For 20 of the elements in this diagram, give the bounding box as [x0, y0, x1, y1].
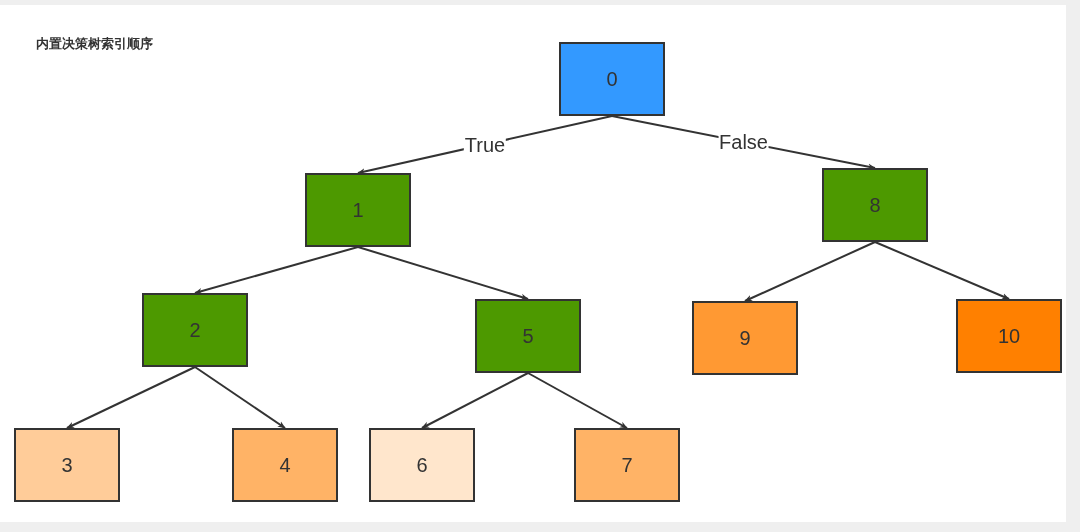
tree-node-box: 10 — [956, 299, 1062, 373]
arrow — [421, 372, 529, 429]
arrow — [744, 241, 876, 302]
arrow — [66, 366, 196, 429]
arrow — [357, 246, 529, 300]
tree-node-box: 5 — [475, 299, 581, 373]
tree-node-box: 3 — [14, 428, 120, 502]
tree-node-box: 9 — [692, 301, 798, 375]
tree-node-box: 8 — [822, 168, 928, 242]
arrow — [194, 366, 286, 429]
tree-node-box: 0 — [559, 42, 665, 116]
tree-node-box: 6 — [369, 428, 475, 502]
tree-node-box: 4 — [232, 428, 338, 502]
arrow — [194, 246, 359, 295]
arrow — [527, 372, 628, 429]
tree-node-box: 1 — [305, 173, 411, 247]
title: 内置决策树索引顺序 — [36, 35, 153, 53]
arrow — [874, 241, 1010, 300]
tree-node-box: 2 — [142, 293, 248, 367]
tree-node-box: 7 — [574, 428, 680, 502]
